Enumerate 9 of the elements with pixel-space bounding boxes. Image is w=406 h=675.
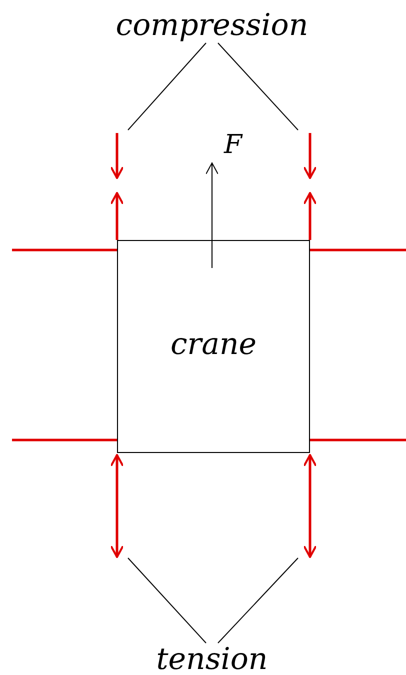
leader-line <box>128 558 206 644</box>
leader-line <box>128 42 206 130</box>
leader-line <box>218 558 298 644</box>
callout-text: tension <box>156 645 268 675</box>
force-label: F <box>224 132 242 158</box>
crane-label: crane <box>169 327 258 362</box>
leader-line <box>218 42 298 130</box>
crane-box <box>117 240 310 453</box>
callout-text: compression <box>116 11 308 41</box>
